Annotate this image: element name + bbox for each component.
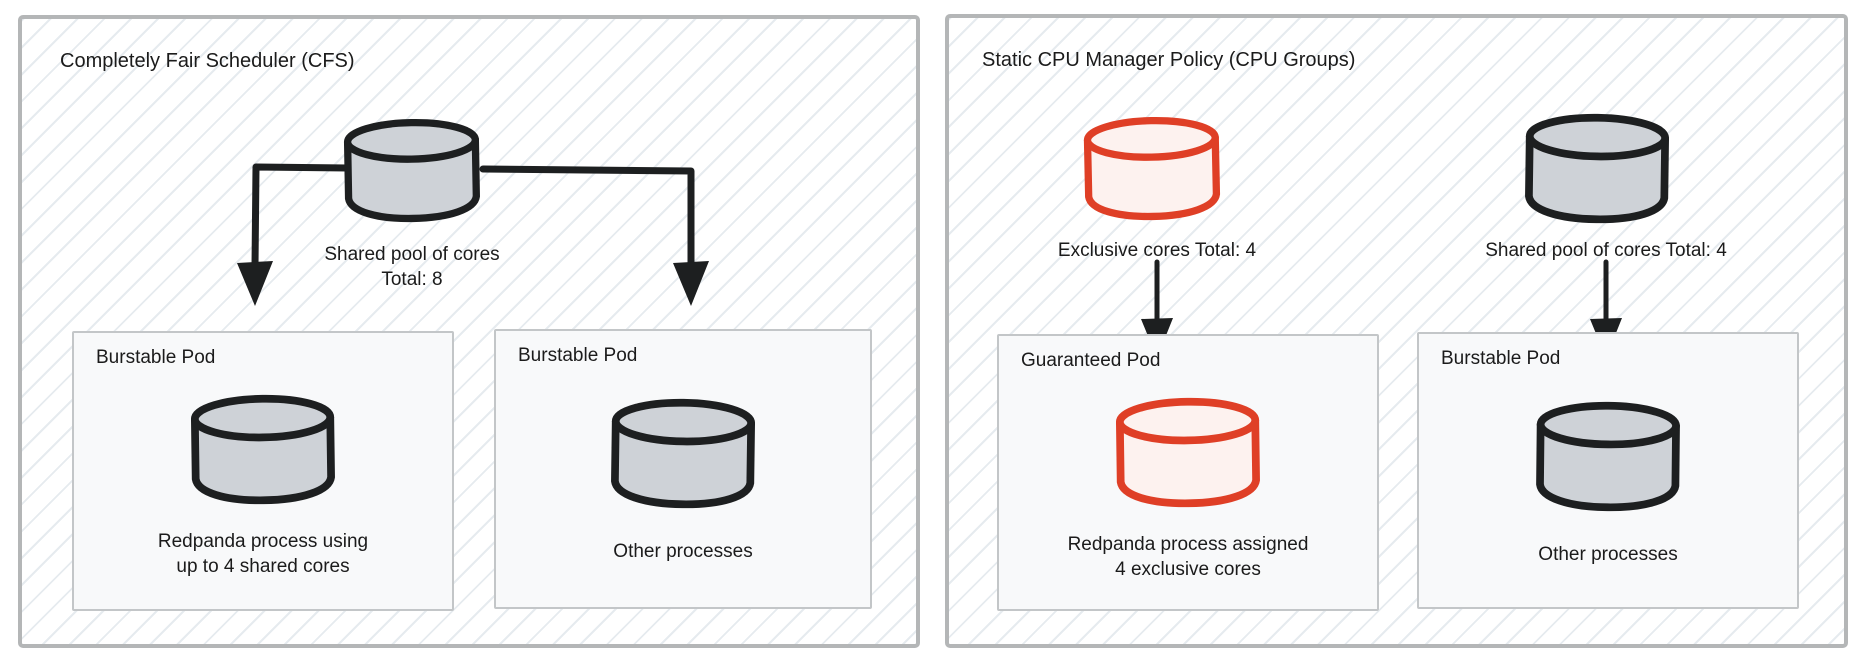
pod-cores-cylinder-icon [611, 398, 756, 509]
pod-caption: Other processes [1429, 542, 1787, 567]
shared-pool-label: Shared pool of cores Total: 8 [222, 242, 602, 292]
pod-exclusive-cores-cylinder-icon [1115, 397, 1260, 508]
pod-caption: Other processes [506, 539, 860, 564]
pod-caption-line2: 4 exclusive cores [1115, 559, 1261, 580]
burstable-pod-redpanda: Burstable Pod Redpanda process using up … [72, 331, 454, 611]
elbow-arrow-right-icon [479, 165, 709, 306]
pod-title: Burstable Pod [96, 347, 216, 368]
burstable-pod-other: Burstable Pod Other processes [1417, 332, 1799, 609]
guaranteed-pod: Guaranteed Pod Redpanda process assigned… [997, 334, 1379, 611]
exclusive-cores-cylinder-icon [1083, 116, 1221, 221]
elbow-arrow-left-icon [237, 163, 352, 306]
pod-cores-cylinder-icon [190, 394, 335, 505]
shared-pool-label-line2: Total: 8 [381, 269, 443, 290]
pod-cores-cylinder-icon [1536, 401, 1680, 512]
pod-title: Burstable Pod [518, 345, 638, 366]
shared-pool-label-line1: Shared pool of cores [324, 244, 500, 265]
shared-pool-label: Shared pool of cores Total: 4 [1485, 240, 1727, 261]
pod-title: Guaranteed Pod [1021, 350, 1161, 371]
pod-caption: Redpanda process using up to 4 shared co… [84, 529, 442, 579]
burstable-pod-other: Burstable Pod Other processes [494, 329, 872, 609]
cfs-panel-title: Completely Fair Scheduler (CFS) [60, 50, 355, 72]
pod-title: Burstable Pod [1441, 348, 1561, 369]
shared-pool-cylinder-icon [1525, 113, 1670, 224]
static-cpu-panel: Static CPU Manager Policy (CPU Groups) E… [945, 14, 1848, 648]
exclusive-cores-label: Exclusive cores Total: 4 [1057, 240, 1257, 261]
cfs-panel: Completely Fair Scheduler (CFS) Shared p… [18, 15, 920, 648]
pod-caption-line1: Redpanda process assigned [1067, 534, 1309, 555]
shared-pool-cylinder-icon [343, 118, 480, 223]
pod-caption-line1: Other processes [613, 541, 753, 562]
pod-caption: Redpanda process assigned 4 exclusive co… [1009, 532, 1367, 582]
pod-caption-line1: Other processes [1538, 544, 1678, 565]
pod-caption-line2: up to 4 shared cores [176, 556, 350, 577]
static-cpu-panel-title: Static CPU Manager Policy (CPU Groups) [982, 49, 1356, 71]
pod-caption-line1: Redpanda process using [157, 531, 369, 552]
